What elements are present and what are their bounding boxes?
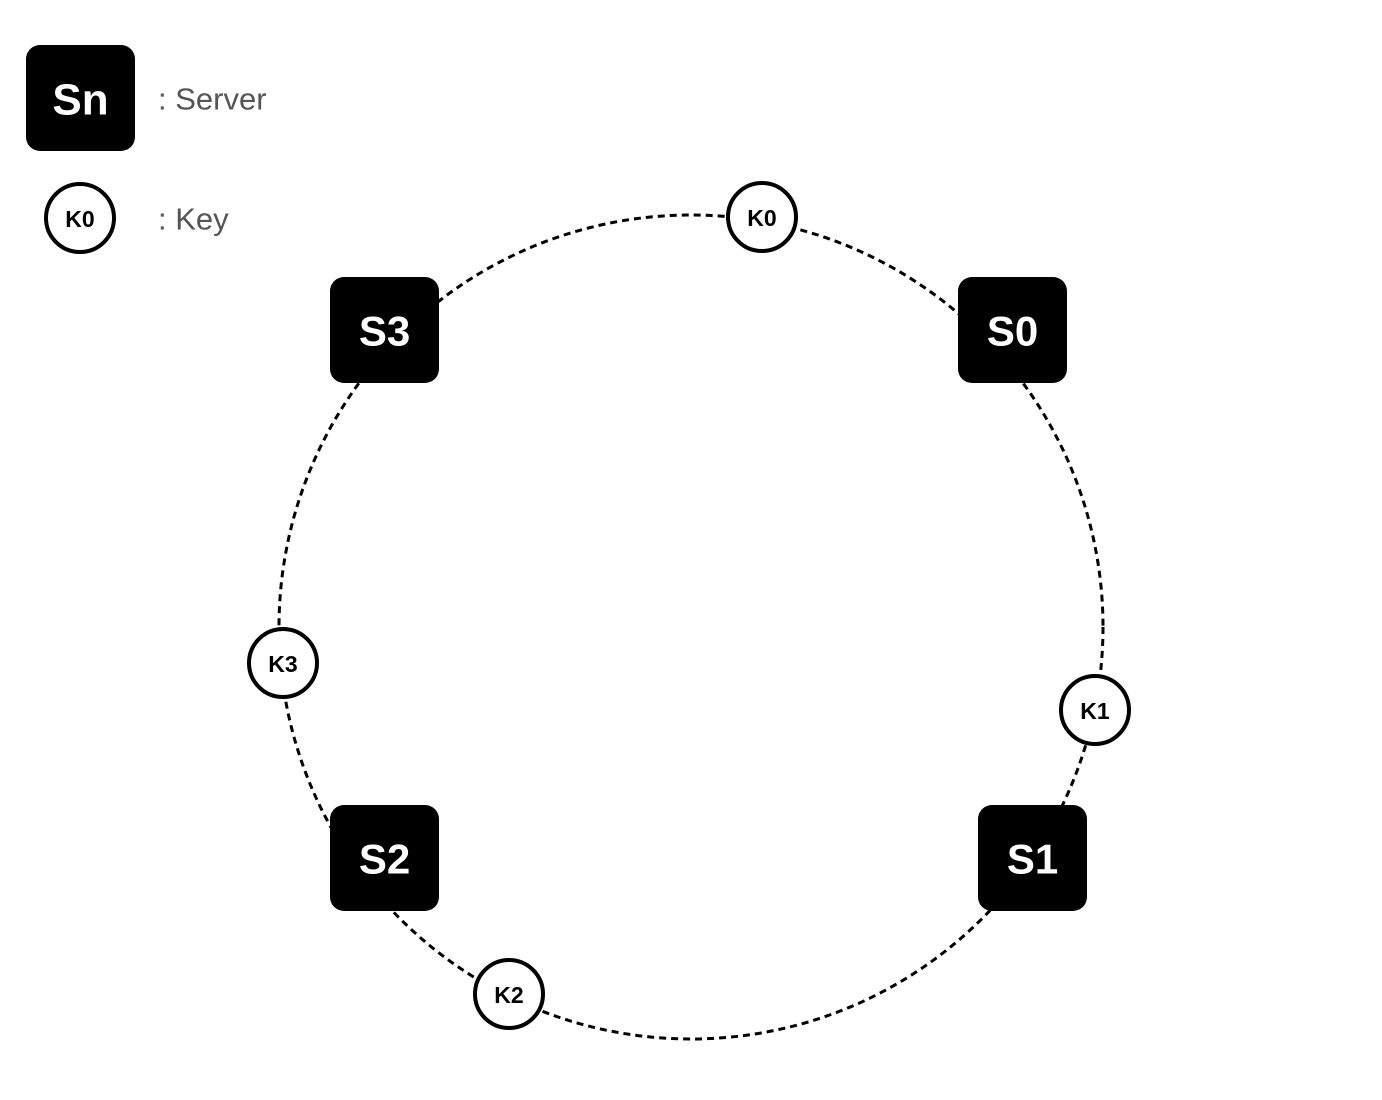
key-k3: K3	[247, 627, 319, 699]
key-k1-label: K1	[1080, 698, 1110, 724]
legend: Sn : Server K0 : Key	[26, 45, 267, 254]
server-s2: S2	[330, 805, 439, 911]
legend-server-symbol-label: Sn	[52, 76, 108, 125]
legend-key-symbol-label: K0	[65, 206, 94, 232]
server-s2-label: S2	[359, 836, 410, 883]
legend-key-text: : Key	[158, 202, 229, 237]
key-k0: K0	[726, 181, 798, 253]
server-s3-label: S3	[359, 308, 410, 355]
server-s1-label: S1	[1007, 836, 1058, 883]
key-k1: K1	[1059, 674, 1131, 746]
key-k2-label: K2	[494, 982, 523, 1008]
server-s0-label: S0	[987, 308, 1038, 355]
key-k2: K2	[473, 958, 545, 1030]
legend-server-symbol: Sn	[26, 45, 135, 151]
legend-key-symbol: K0	[44, 182, 116, 254]
server-s3: S3	[330, 277, 439, 383]
key-k3-label: K3	[268, 651, 297, 677]
key-k0-label: K0	[747, 205, 776, 231]
server-s1: S1	[978, 805, 1087, 911]
server-s0: S0	[958, 277, 1067, 383]
legend-server-text: : Server	[158, 82, 267, 117]
hash-ring	[277, 213, 1105, 1041]
